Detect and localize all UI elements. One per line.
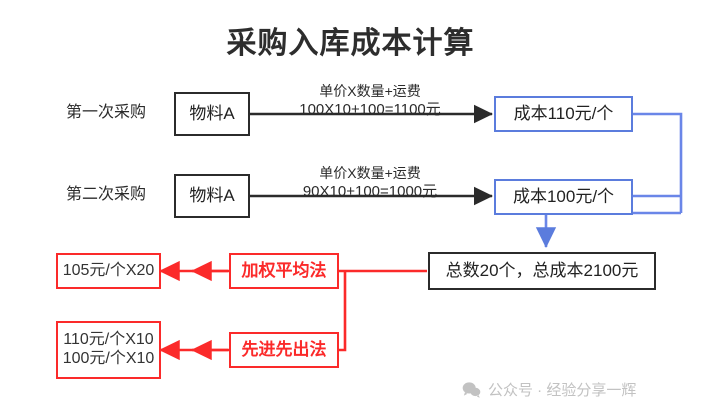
cost-box-1: 成本110元/个 bbox=[494, 96, 633, 132]
formula-bottom-2: 90X10+100=1000元 bbox=[302, 182, 438, 200]
edge-cost1-to-bus bbox=[632, 112, 683, 213]
method-box-weighted-average: 加权平均法 bbox=[229, 253, 339, 289]
result-fifo-line-2: 100元/个X10 bbox=[62, 350, 155, 367]
watermark-text: 公众号 · 经验分享一辉 bbox=[488, 382, 637, 399]
watermark: 公众号 · 经验分享一辉 bbox=[462, 379, 636, 400]
purchase-label-1: 第一次采购 bbox=[66, 104, 147, 121]
formula-caption-2: 单价X数量+运费 90X10+100=1000元 bbox=[260, 165, 480, 201]
method-box-fifo: 先进先出法 bbox=[229, 332, 339, 368]
formula-caption-1: 单价X数量+运费 100X10+100=1100元 bbox=[260, 83, 480, 119]
edge-bus-to-total bbox=[535, 211, 681, 249]
page-title: 采购入库成本计算 bbox=[226, 27, 475, 60]
material-box-2: 物料A bbox=[174, 174, 250, 218]
purchase-label-2: 第二次采购 bbox=[66, 186, 147, 203]
total-summary-box: 总数20个，总成本2100元 bbox=[428, 252, 656, 290]
result-box-weighted-average: 105元/个X20 bbox=[56, 253, 161, 289]
result-fifo-line-1: 110元/个X10 bbox=[63, 331, 154, 349]
result-box-fifo: 110元/个X10 100元/个X10 bbox=[56, 321, 161, 379]
formula-top-2: 单价X数量+运费 bbox=[319, 165, 421, 181]
wechat-icon bbox=[462, 382, 481, 398]
formula-bottom-1: 100X10+100=1100元 bbox=[299, 100, 441, 118]
formula-top-1: 单价X数量+运费 bbox=[319, 83, 421, 99]
cost-box-2: 成本100元/个 bbox=[494, 179, 633, 215]
material-box-1: 物料A bbox=[174, 92, 250, 136]
